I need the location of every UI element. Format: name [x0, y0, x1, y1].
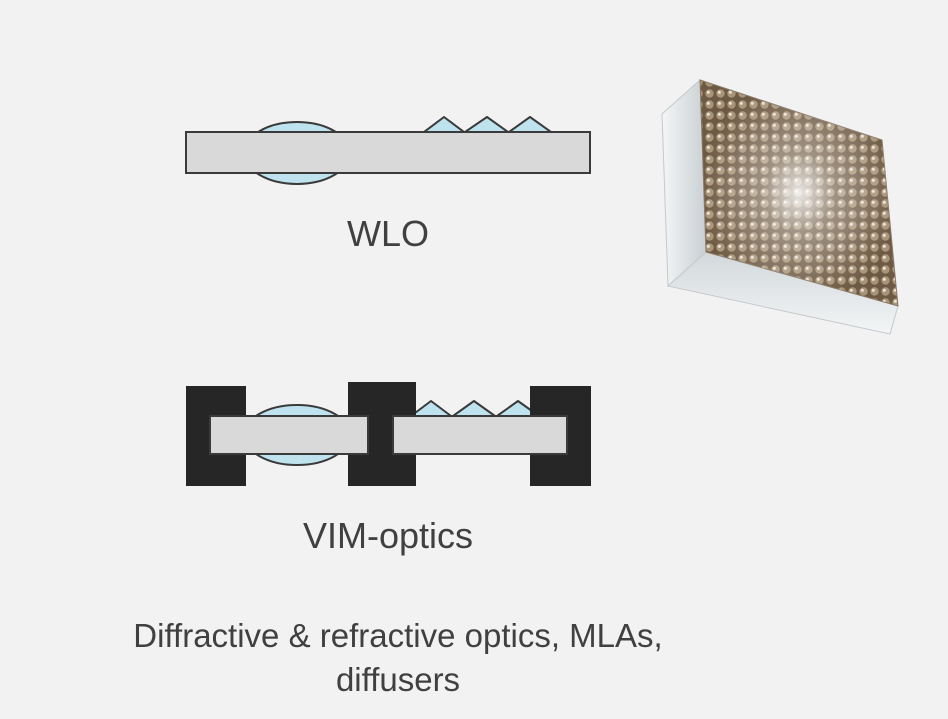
chip-glass-left-face — [661, 78, 707, 288]
vim-substrate-left — [209, 415, 369, 455]
chip-highlight — [700, 80, 898, 306]
wlo-substrate — [185, 131, 591, 174]
caption-line-2: diffusers — [335, 661, 461, 698]
wlo-label: WLO — [346, 213, 429, 254]
vim-optics-label: VIM-optics — [302, 515, 474, 556]
caption-line-1: Diffractive & refractive optics, MLAs, — [133, 617, 663, 654]
vim-substrate-right — [392, 415, 568, 455]
caption: Diffractive & refractive optics, MLAs, d… — [60, 614, 736, 702]
